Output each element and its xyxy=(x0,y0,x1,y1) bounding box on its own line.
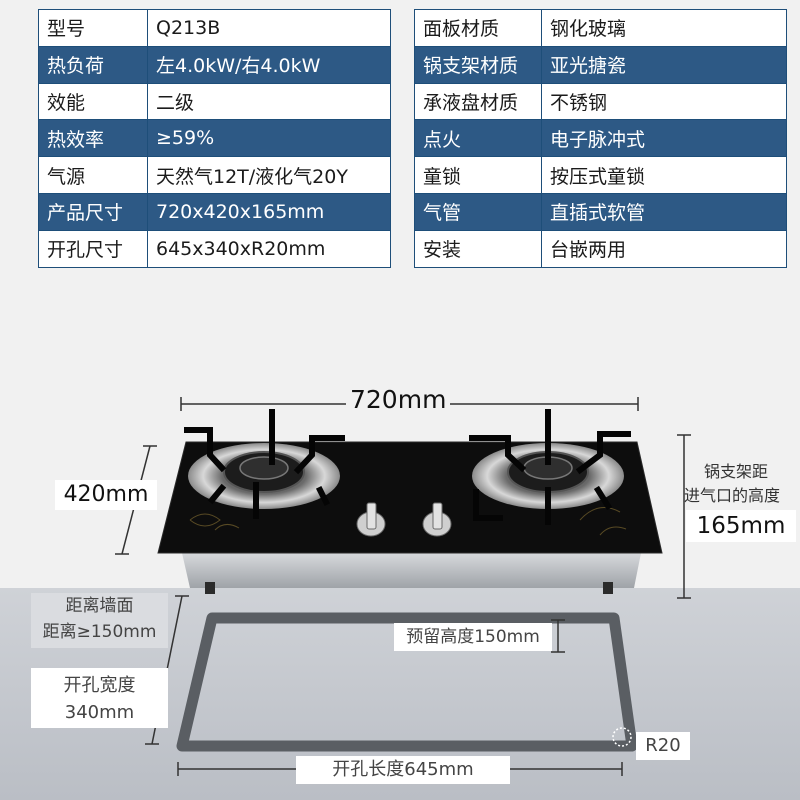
spec-value: 台嵌两用 xyxy=(541,229,787,268)
spec-value: 钢化玻璃 xyxy=(541,9,787,47)
cutout-width-label: 开孔宽度 340mm xyxy=(31,668,168,728)
spec-key: 产品尺寸 xyxy=(38,192,148,231)
spec-key: 开孔尺寸 xyxy=(38,229,148,268)
spec-value: 左4.0kW/右4.0kW xyxy=(147,45,391,84)
pan-support-icon xyxy=(184,409,345,519)
spec-row-gas-pipe: 气管 直插式软管 xyxy=(414,192,787,231)
spec-row-thermal-efficiency: 热效率 ≥59% xyxy=(38,119,391,158)
spec-value: 按压式童锁 xyxy=(541,156,787,194)
corner-radius-marker xyxy=(612,727,632,747)
spec-key: 安装 xyxy=(414,229,542,268)
spec-value: 720x420x165mm xyxy=(147,192,391,231)
spec-key: 面板材质 xyxy=(414,9,542,47)
spec-value: 645x340xR20mm xyxy=(147,229,391,268)
spec-key: 气源 xyxy=(38,156,148,194)
spec-row-panel-material: 面板材质 钢化玻璃 xyxy=(414,9,787,47)
stainless-tray xyxy=(182,553,641,594)
knob-icon xyxy=(356,502,386,537)
spec-row-gas-source: 气源 天然气12T/液化气20Y xyxy=(38,156,391,194)
spec-value: 直插式软管 xyxy=(541,192,787,231)
cutout-width-line-2: 340mm xyxy=(64,702,135,723)
spec-key: 童锁 xyxy=(414,156,542,194)
floral-decoration xyxy=(189,507,627,536)
spec-key: 型号 xyxy=(38,9,148,47)
spec-key: 气管 xyxy=(414,192,542,231)
spec-table-left-body: 型号 Q213B 热负荷 左4.0kW/右4.0kW 效能 二级 热效率 ≥59… xyxy=(38,9,391,268)
height-dimension-line xyxy=(677,434,691,599)
spec-row-installation: 安装 台嵌两用 xyxy=(414,229,787,268)
spec-table-right-body: 面板材质 钢化玻璃 锅支架材质 亚光搪瓷 承液盘材质 不锈钢 点火 电子脉冲式 … xyxy=(414,9,787,268)
width-label: 720mm xyxy=(346,385,451,414)
depth-label: 420mm xyxy=(55,480,157,510)
spec-row-model: 型号 Q213B xyxy=(38,9,391,47)
reserve-height-dimension-line xyxy=(551,619,565,653)
bracket-height-caption-line-1: 锅支架距 xyxy=(704,462,769,481)
spec-row-tray-material: 承液盘材质 不锈钢 xyxy=(414,82,787,121)
pan-support-icon xyxy=(469,409,631,525)
spec-value: ≥59% xyxy=(147,119,391,158)
spec-row-efficiency-grade: 效能 二级 xyxy=(38,82,391,121)
burner-icon xyxy=(188,443,340,509)
spec-row-cutout-size: 开孔尺寸 645x340xR20mm xyxy=(38,229,391,268)
spec-value: 电子脉冲式 xyxy=(541,119,787,158)
spec-value: Q213B xyxy=(147,9,391,47)
wall-distance-line-2: 距离≥150mm xyxy=(42,622,157,642)
spec-key: 热效率 xyxy=(38,119,148,158)
wall-distance-label: 距离墙面 距离≥150mm xyxy=(31,593,168,648)
spec-value: 二级 xyxy=(147,82,391,121)
spec-table-right: 面板材质 钢化玻璃 锅支架材质 亚光搪瓷 承液盘材质 不锈钢 点火 电子脉冲式 … xyxy=(414,9,787,268)
bracket-height-caption-line-2: 进气口的高度 xyxy=(684,486,781,505)
spec-row-product-size: 产品尺寸 720x420x165mm xyxy=(38,192,391,231)
corner-radius-label: R20 xyxy=(636,732,690,760)
spec-value: 亚光搪瓷 xyxy=(541,45,787,84)
spec-value: 天然气12T/液化气20Y xyxy=(147,156,391,194)
knob-icon xyxy=(422,502,452,537)
bracket-height-label: 165mm xyxy=(686,510,796,542)
spec-row-child-lock: 童锁 按压式童锁 xyxy=(414,156,787,194)
cutout-outline xyxy=(176,612,638,752)
spec-key: 承液盘材质 xyxy=(414,82,542,121)
wall-distance-line-1: 距离墙面 xyxy=(65,596,134,616)
spec-row-ignition: 点火 电子脉冲式 xyxy=(414,119,787,158)
cutout-length-label: 开孔长度645mm xyxy=(296,756,510,784)
spec-table-left: 型号 Q213B 热负荷 左4.0kW/右4.0kW 效能 二级 热效率 ≥59… xyxy=(38,9,391,268)
spec-key: 点火 xyxy=(414,119,542,158)
spec-row-heat-load: 热负荷 左4.0kW/右4.0kW xyxy=(38,45,391,84)
reserve-height-label: 预留高度150mm xyxy=(394,623,552,651)
spec-value: 不锈钢 xyxy=(541,82,787,121)
cutout-width-line-1: 开孔宽度 xyxy=(63,675,136,696)
spec-key: 效能 xyxy=(38,82,148,121)
